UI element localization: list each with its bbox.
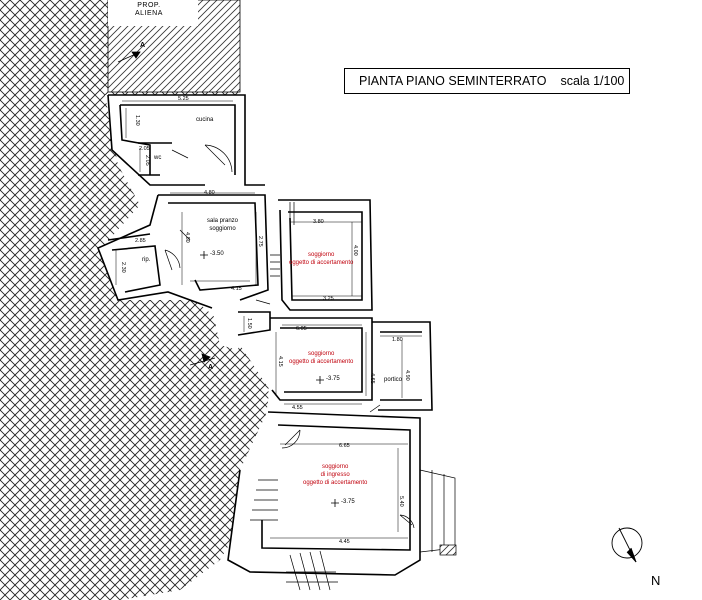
walls (96, 94, 433, 576)
room-soggiorno-1: soggiorno oggetto di accertamento (289, 251, 353, 267)
building-footprint (98, 95, 432, 575)
property-label: PROP. ALIENA (135, 2, 163, 18)
stairs (250, 202, 457, 591)
room-cucina: cucina (196, 117, 214, 123)
dim-480: 4.80 (204, 190, 215, 196)
soggiorno-2-line1: soggiorno (308, 351, 335, 357)
soggiorno-1-line2: oggetto di accertamento (289, 260, 354, 266)
dim-415v: 4.15 (277, 356, 283, 367)
dim-380: 3.80 (313, 219, 324, 225)
doors (164, 144, 415, 529)
drawing-title: PIANTA PIANO SEMINTERRATO scala 1/100 (344, 68, 630, 94)
dim-285: 2.85 (135, 238, 146, 244)
dim-455: 4.55 (292, 405, 303, 411)
section-marker-top (117, 51, 141, 63)
room-soggiorno-ingresso: soggiorno di ingresso oggetto di accerta… (303, 463, 367, 487)
level-soggiorno-2: -3.75 (326, 376, 340, 382)
dim-540: 5.40 (398, 496, 404, 507)
soggiorno-1-line1: soggiorno (308, 252, 335, 258)
room-soggiorno-2: soggiorno oggetto di accertamento (289, 350, 353, 366)
property-label-line1: PROP. (137, 2, 161, 9)
dim-325: 3.25 (323, 296, 334, 302)
terrain-hatch (0, 0, 270, 600)
soggiorno-2-line2: oggetto di accertamento (289, 359, 354, 365)
dim-480v: 4.80 (184, 232, 190, 243)
dim-415: 4.15 (231, 286, 242, 292)
dim-205a: 2.05 (139, 146, 150, 152)
level-ingresso: -3.75 (341, 499, 355, 505)
room-sala-line1: sala pranzo (207, 218, 239, 224)
section-marker-bottom (189, 353, 216, 366)
dim-205b: 2.05 (144, 155, 150, 166)
property-label-line2: ALIENA (135, 10, 163, 17)
dim-605: 6.05 (296, 326, 307, 332)
title-scale: scala 1/100 (560, 74, 625, 88)
dim-525: 5.25 (178, 96, 189, 102)
room-sala-pranzo: sala pranzo soggiorno (207, 217, 238, 233)
dim-465: 4.65 (369, 373, 375, 384)
north-symbol (611, 527, 643, 563)
room-rip: rip. (142, 257, 151, 263)
dim-180: 1.80 (392, 337, 403, 343)
dim-665: 6.65 (339, 443, 350, 449)
title-main: PIANTA PIANO SEMINTERRATO (359, 74, 547, 88)
ingresso-line2: di ingresso (320, 472, 350, 478)
dim-275: 2.75 (257, 236, 263, 247)
section-label-top: A (140, 42, 146, 49)
ingresso-line3: oggetto di accertamento (303, 480, 368, 486)
room-portico: portico (384, 377, 403, 383)
dim-400: 4.00 (352, 245, 358, 256)
dim-230: 2.30 (120, 262, 126, 273)
dim-130: 1.30 (134, 115, 140, 126)
dim-150: 1.50 (246, 318, 252, 329)
section-label-bottom: A (208, 364, 214, 371)
dimension-lines (115, 100, 422, 539)
dim-445: 4.45 (339, 539, 350, 545)
dim-490: 4.90 (404, 370, 410, 381)
level-markers (200, 251, 339, 507)
level-sala: -3.50 (210, 251, 224, 257)
room-sala-line2: soggiorno (209, 226, 236, 232)
room-wc: wc (154, 155, 162, 161)
ingresso-line1: soggiorno (322, 464, 349, 470)
north-label: N (651, 573, 661, 588)
